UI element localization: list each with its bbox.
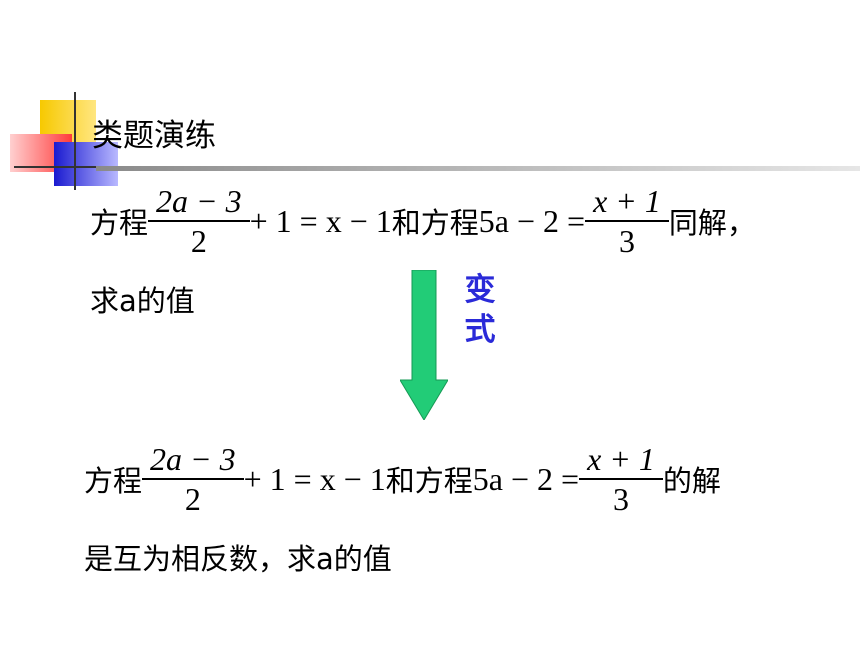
- deco-vertical-line: [74, 92, 76, 190]
- problem1-frac2-numerator: x + 1: [593, 183, 661, 219]
- problem1-suffix: 同解，: [668, 206, 756, 240]
- title-underline: [96, 166, 860, 171]
- slide-title: 类题演练: [92, 118, 216, 154]
- problem1-expression2: 5a − 2 =: [478, 202, 586, 239]
- problem1-fraction2: x + 1 3: [585, 182, 669, 260]
- problem2-expression: + 1 = x − 1: [243, 460, 386, 497]
- problem2-fraction2: x + 1 3: [579, 440, 663, 518]
- problem2-equation-line: 方程 2a − 3 2 + 1 = x − 1 和方程 5a − 2 = x +…: [84, 440, 721, 518]
- problem2-frac2-numerator: x + 1: [587, 441, 655, 477]
- problem1-frac1-denominator: 2: [148, 220, 250, 260]
- problem2-question: 是互为相反数，求a的值: [84, 542, 392, 576]
- problem1-question: 求a的值: [90, 284, 195, 318]
- problem1-expression: + 1 = x − 1: [249, 202, 392, 239]
- problem1-connector: 和方程: [391, 206, 479, 240]
- problem2-connector: 和方程: [385, 464, 473, 498]
- problem1-frac2-denominator: 3: [585, 220, 669, 260]
- problem2-frac1-denominator: 2: [142, 478, 244, 518]
- problem1-equation-line: 方程 2a − 3 2 + 1 = x − 1 和方程 5a − 2 = x +…: [90, 182, 756, 260]
- problem2-frac1-numerator: 2a − 3: [150, 441, 236, 477]
- problem1-fraction1: 2a − 3 2: [148, 182, 250, 260]
- problem2-expression2: 5a − 2 =: [472, 460, 580, 497]
- deco-blue-square: [54, 142, 118, 186]
- problem1-prefix: 方程: [90, 206, 149, 240]
- problem2-suffix: 的解: [662, 464, 721, 498]
- arrow-label: 变式: [464, 272, 496, 348]
- down-arrow-icon: [400, 270, 448, 420]
- problem2-fraction1: 2a − 3 2: [142, 440, 244, 518]
- deco-horizontal-line: [14, 166, 116, 168]
- problem2-prefix: 方程: [84, 464, 143, 498]
- problem2-frac2-denominator: 3: [579, 478, 663, 518]
- problem1-frac1-numerator: 2a − 3: [156, 183, 242, 219]
